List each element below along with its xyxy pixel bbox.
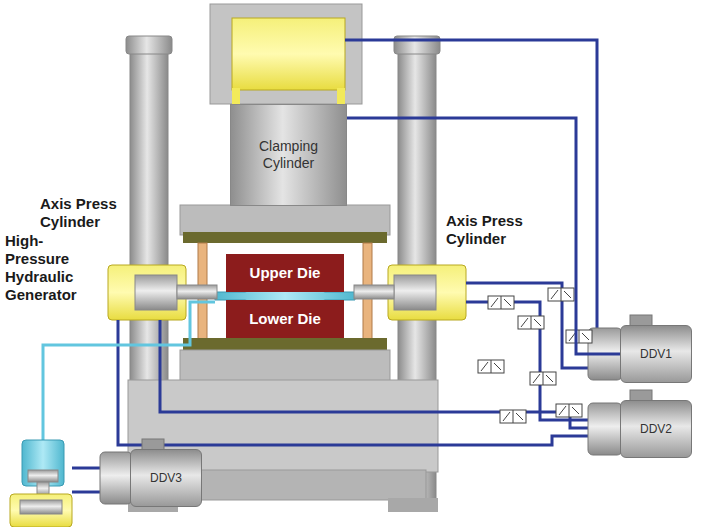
upper-platen xyxy=(180,205,390,235)
servo-motor: DDV3 xyxy=(130,449,202,507)
node-text: Clamping Cylinder xyxy=(235,138,342,172)
hydraulic-line xyxy=(347,118,620,354)
clamping-cylinder: Clamping Cylinder xyxy=(230,104,347,206)
axis-cylinder xyxy=(388,265,466,320)
lower-platen xyxy=(180,350,390,382)
generator-piston xyxy=(28,470,58,482)
axis-cylinder xyxy=(108,265,186,320)
piston-rod xyxy=(354,285,394,299)
foot xyxy=(388,498,438,512)
servo-motor: DDV2 xyxy=(620,400,692,458)
generator-chamber xyxy=(22,440,64,486)
piston xyxy=(394,275,436,310)
pillar-cap xyxy=(126,36,172,54)
servo-motor: DDV1 xyxy=(620,325,692,383)
node-text: DDV2 xyxy=(640,422,672,436)
cylinder-chamber xyxy=(232,18,345,90)
upper-plate xyxy=(183,232,387,243)
node-text: Upper Die xyxy=(250,264,321,282)
node-text: DDV3 xyxy=(150,471,182,485)
piston-rod xyxy=(177,285,217,299)
piston xyxy=(135,275,177,310)
upper-die: Upper Die xyxy=(226,254,344,292)
generator-piston xyxy=(20,500,62,514)
node-text: Lower Die xyxy=(249,310,321,328)
hydraulic-lines xyxy=(72,40,597,492)
part-label: Axis Press Cylinder xyxy=(446,212,546,248)
high-pressure-line xyxy=(43,302,215,440)
part-label: Axis Press Cylinder xyxy=(40,195,128,231)
part-label: High-Pressure Hydraulic Generator xyxy=(5,232,103,304)
generator-cylinder xyxy=(10,494,72,527)
lower-die: Lower Die xyxy=(226,300,344,338)
lower-plate xyxy=(183,338,387,350)
node-text: DDV1 xyxy=(640,347,672,361)
